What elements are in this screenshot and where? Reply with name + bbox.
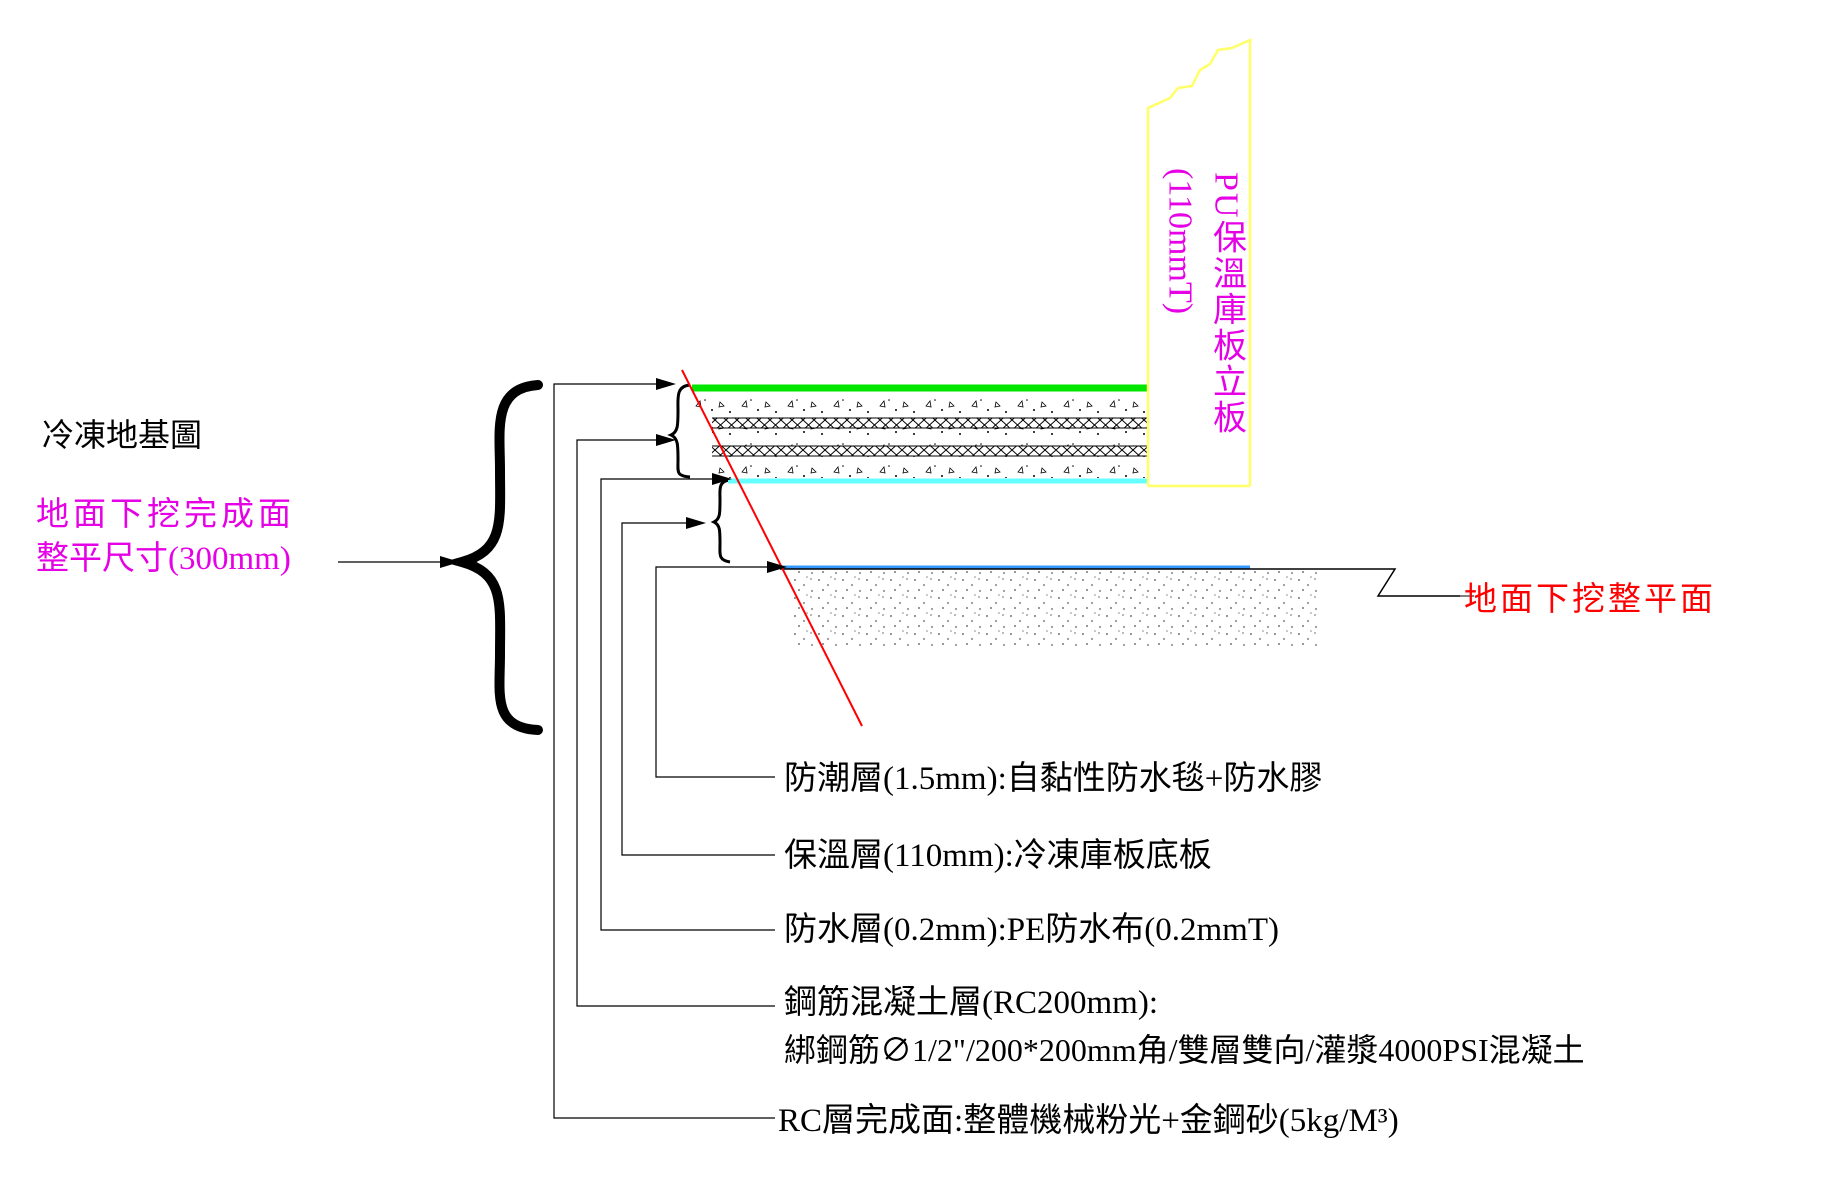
leader-insulation [621, 522, 775, 856]
arrowhead-moisture [767, 561, 787, 573]
concrete-fill-bottom [712, 456, 1148, 478]
lower-small-brace [710, 478, 731, 564]
gravel-ground [790, 570, 1320, 646]
pu-wall-panel [1146, 38, 1252, 486]
large-brace [443, 380, 543, 735]
upper-small-brace [667, 383, 691, 479]
ground-level-line [780, 568, 1460, 597]
leader-rc [576, 439, 775, 1007]
pu-wall-label: PU保溫庫板立板 [1208, 172, 1247, 435]
leader-finish [553, 383, 775, 1119]
callout-finish: RC層完成面:整體機械粉光+金鋼砂(5kg/M³) [778, 1102, 1399, 1139]
arrowhead-rc [656, 434, 676, 446]
callout-rc-line1: 鋼筋混凝土層(RC200mm): [784, 984, 1158, 1021]
callout-waterproof: 防水層(0.2mm):PE防水布(0.2mmT) [784, 911, 1279, 948]
excavation-label-line2: 整平尺寸(300mm) [36, 540, 291, 577]
diagram-title: 冷凍地基圖 [42, 417, 202, 453]
leader-moisture [655, 566, 775, 778]
section-cut-line [681, 369, 863, 727]
callout-rc-line2: 綁鋼筋∅1/2"/200*200mm角/雙層雙向/灌漿4000PSI混凝土 [784, 1032, 1585, 1068]
callout-insulation: 保溫層(110mm):冷凍庫板底板 [784, 837, 1212, 874]
callout-leaders [553, 383, 775, 1119]
rebar-layer-1 [712, 418, 1148, 428]
excavation-label-line1: 地面下挖完成面 [36, 496, 295, 533]
rebar-layer-2 [712, 446, 1148, 456]
arrowhead-finish [656, 378, 676, 390]
ground-label: 地面下挖整平面 [1464, 581, 1716, 618]
pu-wall-thickness: (110mmT) [1162, 168, 1199, 314]
callout-arrowheads [656, 378, 787, 573]
concrete-fill-top [692, 392, 1148, 418]
concrete-fill-mid [712, 428, 1148, 446]
leader-waterproof [600, 478, 775, 931]
callout-moisture: 防潮層(1.5mm):自黏性防水毯+防水膠 [784, 760, 1322, 797]
arrowhead-waterproof [712, 473, 732, 485]
arrowhead-insulation [686, 517, 706, 529]
